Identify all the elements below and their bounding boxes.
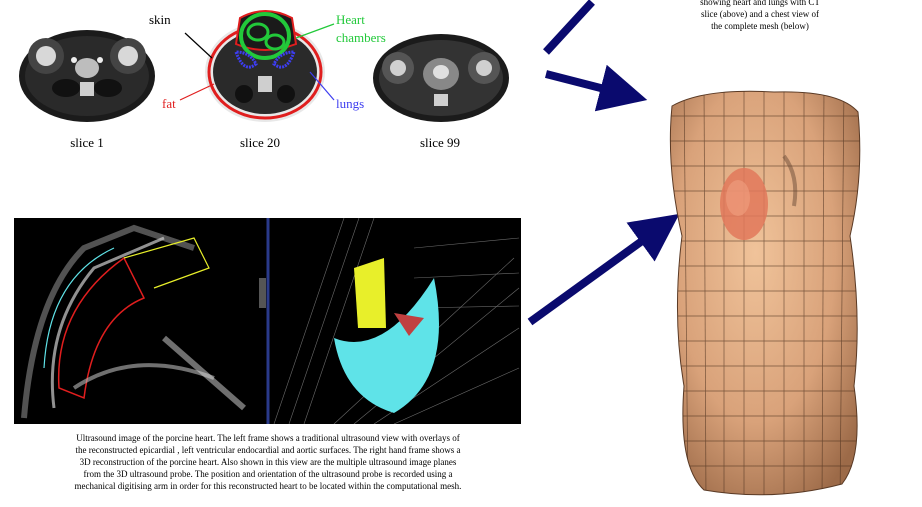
arrow-top: [546, 2, 592, 52]
torso-mesh-svg: [664, 86, 870, 502]
heart-chambers-label-line2: chambers: [336, 30, 386, 46]
arrow-middle: [546, 74, 624, 94]
fat-label: fat: [162, 96, 176, 112]
ct-slice-99-image: [370, 24, 512, 124]
ultrasound-image-svg: [14, 218, 521, 424]
ct-slice-20: [200, 4, 330, 128]
mesh-caption: showing heart and lungs with CT slice (a…: [640, 0, 880, 32]
slice-1-caption: slice 1: [27, 135, 147, 151]
lungs-label: lungs: [336, 96, 364, 112]
ultrasound-caption-line3: 3D reconstruction of the porcine heart. …: [8, 456, 528, 468]
slice-20-caption: slice 20: [200, 135, 320, 151]
torso-mesh: [664, 86, 870, 502]
ultrasound-caption-line5: mechanical digitising arm in order for t…: [8, 480, 528, 492]
mesh-caption-line1: showing heart and lungs with CT: [640, 0, 880, 8]
ct-slice-99: [370, 24, 512, 124]
slice-99-caption: slice 99: [380, 135, 500, 151]
ct-slice-20-image: [200, 4, 330, 128]
skin-label: skin: [149, 12, 171, 28]
ultrasound-image: [14, 218, 521, 424]
ct-slice-1: [14, 18, 160, 126]
heart-chambers-label-line1: Heart: [336, 12, 365, 28]
ultrasound-caption: Ultrasound image of the porcine heart. T…: [8, 432, 528, 492]
ultrasound-caption-line4: from the 3D ultrasound probe. The positi…: [8, 468, 528, 480]
ultrasound-caption-line2: the reconstructed epicardial , left vent…: [8, 444, 528, 456]
ct-slice-1-image: [14, 18, 160, 126]
mesh-caption-line3: the complete mesh (below): [640, 20, 880, 32]
ultrasound-caption-line1: Ultrasound image of the porcine heart. T…: [8, 432, 528, 444]
arrow-bottom: [530, 228, 660, 322]
mesh-caption-line2: slice (above) and a chest view of: [640, 8, 880, 20]
